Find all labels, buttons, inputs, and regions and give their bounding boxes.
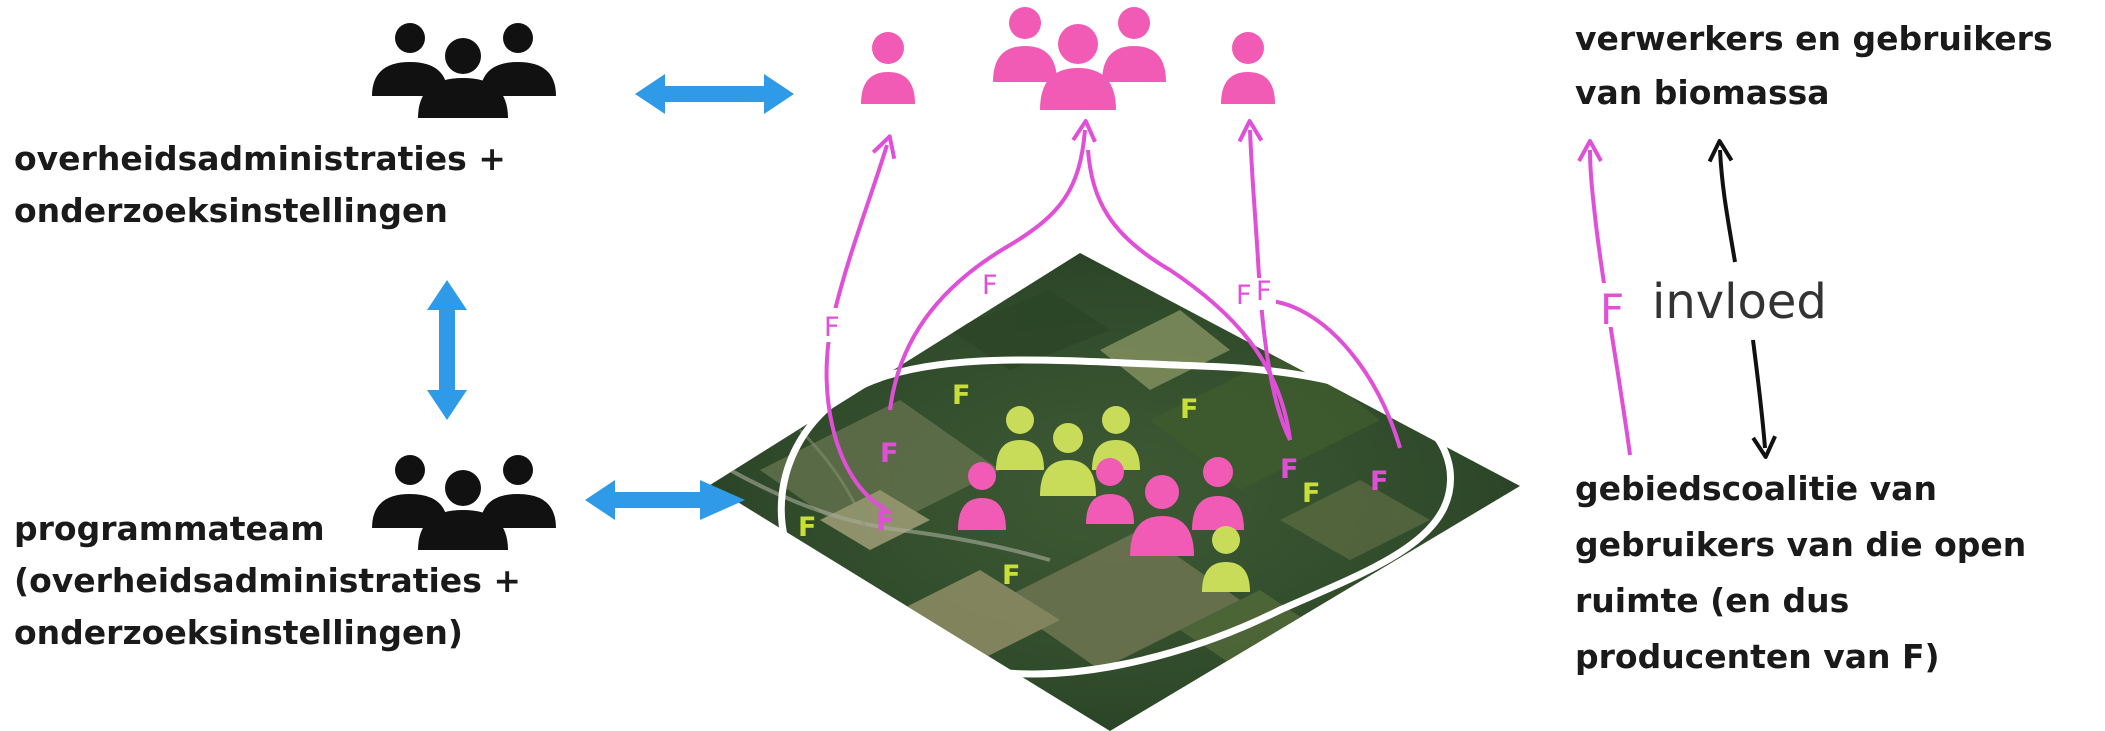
pink-f: F (1370, 466, 1388, 497)
influence-arrow-down (1751, 339, 1777, 459)
government-group-icon (372, 23, 556, 118)
flow-arrow-coalition-processors (1577, 139, 1632, 456)
coalition-person-icon (996, 406, 1140, 496)
blue-arrow-government-processors (635, 74, 794, 114)
blue-arrow-government-programteam (427, 280, 467, 420)
flow-label-f: F (824, 312, 840, 343)
influence-arrow-up (1707, 139, 1737, 263)
flow-label-f: F (1236, 280, 1252, 311)
coalition-people (958, 406, 1250, 592)
flow-label-f: F (982, 270, 998, 301)
processor-person-icon (1221, 32, 1275, 104)
flow-label-f: F (1600, 285, 1624, 334)
lime-f: F (1180, 394, 1198, 425)
processors-label: verwerkers en gebruikers van biomassa (1575, 19, 2064, 112)
pink-f: F (876, 506, 894, 537)
flow-arrow-right (1237, 119, 1292, 441)
program-team-label: programmateam (overheidsadministraties +… (14, 509, 532, 652)
processor-person-icon (861, 32, 915, 104)
blue-arrow-programteam-landscape (585, 480, 745, 520)
pink-f: F (1280, 454, 1298, 485)
pink-f: F (880, 438, 898, 469)
lime-f: F (1002, 560, 1020, 591)
flow-labels: F F F F (820, 268, 1276, 343)
coalition-person-icon (1202, 526, 1250, 592)
flow-arrow-center-left (888, 119, 1097, 411)
landscape-lime-f-labels: F F F F F (798, 380, 1320, 591)
coalition-label: gebiedscoalitie van gebruikers van die o… (1575, 469, 2038, 676)
program-team-group-icon (372, 455, 556, 550)
lime-f: F (952, 380, 970, 411)
area-boundary (777, 356, 1454, 678)
government-label: overheidsadministraties + onderzoeksinst… (14, 139, 517, 230)
flow-label-f: F (1256, 276, 1272, 307)
coalition-person-icon (958, 457, 1244, 556)
landscape-pink-f-labels: F F F F (876, 438, 1388, 537)
lime-f: F (1302, 478, 1320, 509)
lime-f: F (798, 512, 816, 543)
processor-group-icon (993, 7, 1166, 110)
influence-label: invloed (1652, 274, 1827, 330)
